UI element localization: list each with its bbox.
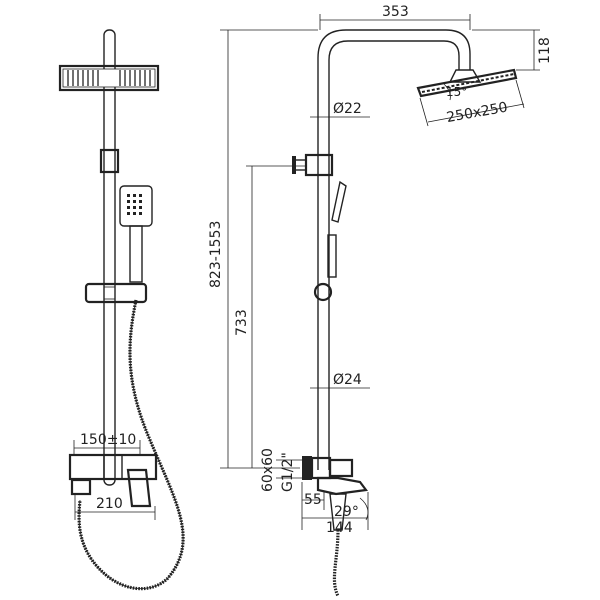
front-view: 150±10 210	[58, 29, 185, 591]
side-mixer-valve	[302, 456, 369, 531]
head-drop-label: 118	[537, 37, 553, 64]
front-riser-pipe	[103, 29, 116, 486]
front-slider-holder	[84, 282, 148, 304]
spout-reach-dimension: 144	[302, 492, 369, 536]
height-range-label: 823-1553	[208, 221, 224, 288]
lower-pipe-diameter-label: Ø24	[333, 372, 362, 388]
spout-reach-label: 144	[326, 520, 353, 536]
upper-pipe-diameter-dimension: Ø22	[310, 101, 370, 118]
side-wall-bracket	[292, 153, 334, 177]
spout-angle-marker: 29°	[334, 497, 369, 521]
side-rain-head	[416, 68, 518, 98]
side-view: 353 118 15° 250x250 Ø22	[208, 4, 553, 597]
front-pipe-connector	[99, 148, 120, 174]
inlet-spacing-label: 150±10	[80, 432, 136, 448]
lower-pipe-diameter-dimension: Ø24	[310, 372, 370, 389]
height-range-dimension: 823-1553	[208, 29, 318, 469]
upper-pipe-diameter-label: Ø22	[333, 101, 362, 117]
arm-reach-label: 353	[382, 4, 409, 20]
arm-reach-dimension: 353	[319, 4, 471, 30]
head-drop-dimension: 118	[472, 29, 553, 71]
tilt-angle-label: 15°	[446, 85, 467, 99]
front-rain-head	[58, 64, 160, 92]
side-slider-knob	[313, 282, 333, 302]
bar-height-dimension: 733	[234, 165, 306, 468]
valve-width-dimension: 210	[74, 495, 156, 520]
side-riser-and-arm	[317, 29, 471, 470]
inlet-spacing-dimension: 150±10	[73, 432, 141, 455]
bar-height-label: 733	[234, 309, 250, 336]
head-size-label: 250x250	[445, 100, 509, 126]
side-hand-shower	[327, 180, 347, 278]
spout-offset-dimension: 55	[301, 482, 325, 530]
front-hand-shower	[119, 185, 153, 283]
escutcheon-dimension: 60x60 G1/2"	[260, 448, 302, 492]
escutcheon-size-label: 60x60	[260, 448, 276, 492]
valve-width-label: 210	[96, 496, 123, 512]
tilt-angle-marker: 15°	[443, 83, 467, 101]
spout-angle-label: 29°	[334, 504, 359, 520]
thread-size-label: G1/2"	[280, 452, 296, 492]
front-mixer-valve	[68, 453, 158, 508]
spout-offset-label: 55	[304, 492, 322, 508]
